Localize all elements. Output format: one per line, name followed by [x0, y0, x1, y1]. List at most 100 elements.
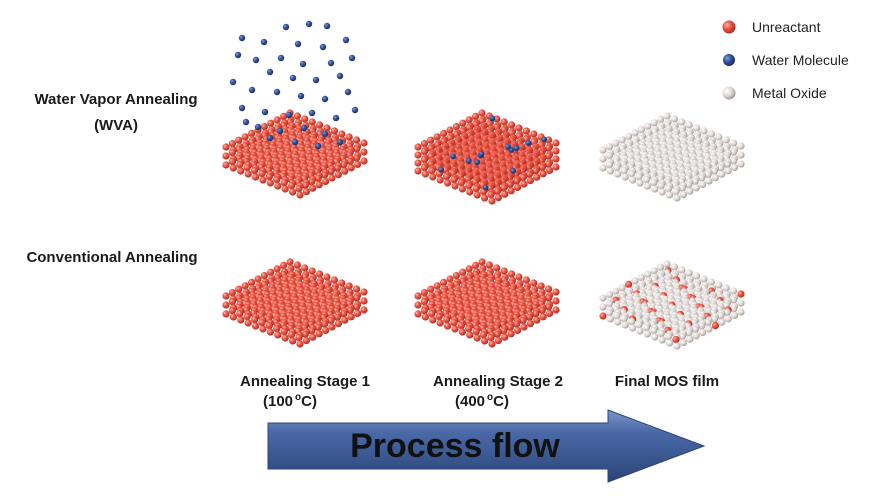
atom-sphere [599, 312, 607, 320]
water-molecule [305, 20, 313, 28]
atom-sphere [710, 315, 719, 323]
atom-sphere [315, 181, 323, 189]
atom-sphere [644, 122, 652, 130]
atom-sphere [643, 182, 652, 190]
atom-sphere [481, 194, 489, 202]
water-molecule [348, 54, 356, 62]
atom-sphere [228, 289, 236, 297]
water-molecule [336, 72, 344, 80]
atom-sphere [699, 180, 707, 188]
atom-sphere [508, 121, 516, 129]
atom-sphere [730, 296, 738, 304]
atom-sphere [281, 185, 289, 193]
atom-sphere [723, 308, 731, 316]
atom-sphere [488, 197, 496, 205]
atom-sphere [286, 258, 294, 266]
atom-sphere [533, 316, 541, 324]
atom-sphere [519, 317, 527, 325]
atom-sphere [718, 318, 726, 326]
water-molecule [266, 134, 274, 142]
atom-sphere [710, 167, 719, 175]
atom-sphere [637, 126, 646, 134]
water-molecule [465, 157, 472, 164]
atom-sphere [308, 327, 316, 335]
atom-sphere [605, 143, 614, 151]
water-molecule [438, 166, 445, 173]
atom-sphere [620, 167, 628, 175]
atom-sphere [657, 263, 665, 271]
atom-sphere [443, 173, 451, 181]
water-molecule [234, 51, 242, 59]
atom-sphere [730, 305, 738, 313]
atom-sphere [353, 303, 361, 311]
atom-sphere [243, 164, 251, 172]
water-molecule [252, 56, 260, 64]
atom-sphere [711, 322, 720, 330]
water-molecule [482, 184, 489, 191]
atom-sphere [513, 320, 521, 328]
atom-sphere [599, 294, 607, 302]
atom-sphere [606, 315, 615, 323]
atom-sphere [265, 173, 273, 181]
atom-sphere [241, 133, 249, 141]
atom-sphere [281, 334, 289, 342]
atom-sphere [414, 292, 422, 300]
atom-sphere [700, 127, 708, 135]
atom-sphere [346, 157, 354, 165]
legend-unreactant-icon [722, 20, 736, 34]
legend-oxide-label: Metal Oxide [752, 85, 827, 101]
atom-sphere [618, 136, 626, 144]
atom-sphere [252, 322, 260, 330]
atom-sphere [274, 331, 282, 339]
atom-sphere [519, 174, 527, 182]
atom-sphere [333, 313, 341, 321]
atom-sphere [631, 277, 639, 285]
atom-sphere [698, 174, 706, 182]
atom-sphere [501, 333, 509, 341]
atom-sphere [458, 328, 466, 336]
atom-sphere [334, 320, 342, 328]
atom-sphere [508, 270, 516, 278]
atom-sphere [612, 287, 620, 295]
atom-sphere [487, 334, 495, 342]
water-molecule [297, 92, 305, 100]
atom-sphere [665, 333, 673, 341]
atom-sphere [330, 276, 338, 284]
legend-unreactant-label: Unreactant [752, 19, 821, 35]
atom-sphere [360, 157, 368, 165]
atom-sphere [494, 194, 502, 202]
atom-sphere [691, 325, 699, 333]
atom-sphere [613, 164, 621, 172]
atom-sphere [323, 124, 331, 132]
atom-sphere [229, 164, 237, 172]
atom-sphere [354, 160, 362, 168]
atom-sphere [552, 163, 560, 171]
atom-sphere [436, 319, 444, 327]
atom-sphere [260, 272, 268, 280]
atom-sphere [254, 275, 262, 283]
atom-sphere [478, 109, 486, 117]
atom-sphere [308, 267, 316, 275]
atom-sphere [618, 284, 626, 292]
atom-sphere [258, 319, 266, 327]
atom-sphere [628, 318, 636, 326]
atom-sphere [715, 281, 723, 289]
atom-sphere [500, 327, 508, 335]
atom-sphere [459, 119, 467, 127]
atom-sphere [236, 161, 244, 169]
atom-sphere [289, 188, 297, 196]
atom-sphere [514, 183, 522, 191]
atom-sphere [722, 284, 730, 292]
atom-sphere [692, 184, 700, 192]
atom-sphere [614, 318, 622, 326]
atom-sphere [440, 278, 448, 286]
atom-sphere [731, 311, 739, 319]
atom-sphere [222, 310, 230, 318]
atom-sphere [296, 340, 304, 348]
atom-sphere [295, 334, 303, 342]
legend-water-icon [723, 54, 735, 66]
atom-sphere [631, 129, 639, 137]
atom-sphere [435, 313, 443, 321]
atom-sphere [530, 279, 538, 287]
slab-conventional-final [599, 260, 745, 350]
